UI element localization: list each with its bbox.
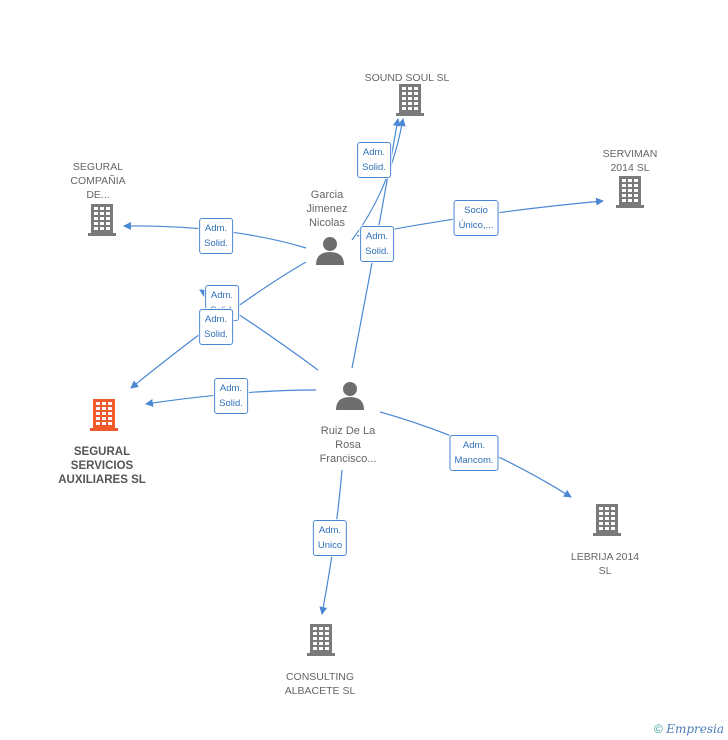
building-icon-lebrija[interactable] xyxy=(593,504,621,536)
node-label-line: AUXILIARES SL xyxy=(58,474,146,486)
edge-label-line: Solid. xyxy=(362,162,386,173)
edge-label-line: Mancom. xyxy=(454,455,494,466)
node-label-line: CONSULTING xyxy=(285,671,355,683)
edge-label-line: Solid. xyxy=(219,398,243,409)
node-label-line: 2014 SL xyxy=(610,162,650,174)
edge-label-line: Adm. xyxy=(365,231,389,242)
node-label-sound_soul[interactable]: SOUND SOUL SL xyxy=(365,71,450,85)
building-icon-sound_soul[interactable] xyxy=(396,84,424,116)
node-label-line: ALBACETE SL xyxy=(284,685,356,697)
edge-garcia-to-sound_soul xyxy=(351,118,406,241)
node-label-line: SERVIMAN xyxy=(602,148,658,160)
node-label-line: Garcia xyxy=(310,189,344,201)
edge-label[interactable]: Adm. Solid. xyxy=(214,378,248,414)
edge-label-line: Adm. xyxy=(362,147,386,158)
edge-label-line: Adm. xyxy=(204,223,228,234)
edge-label-line: Adm. xyxy=(219,383,243,394)
node-label-line: SEGURAL xyxy=(73,446,131,458)
node-label-line: Nicolas xyxy=(308,217,346,229)
building-icon-serviman[interactable] xyxy=(616,176,644,208)
edge-label-line: Único,... xyxy=(458,220,494,231)
node-label-line: Francisco... xyxy=(319,453,377,465)
node-label-line: SEGURAL xyxy=(72,161,124,173)
node-label-line: SERVICIOS xyxy=(70,460,134,472)
edge-label-line: Adm. xyxy=(210,290,234,301)
node-label-line: COMPAÑIA xyxy=(70,175,126,187)
node-label-serviman[interactable]: SERVIMAN 2014 SL xyxy=(603,147,658,175)
node-label-line: Ruiz De La xyxy=(320,425,376,437)
edge-label[interactable]: Adm. Solid. xyxy=(199,309,233,345)
person-icon-ruiz[interactable] xyxy=(336,382,364,410)
edge-label[interactable]: Adm. Solid. xyxy=(199,218,233,254)
person-icon-garcia[interactable] xyxy=(316,237,344,265)
edge-label-line: Solid. xyxy=(365,246,389,257)
node-label-line: LEBRIJA 2014 xyxy=(570,551,640,563)
node-label-consulting[interactable]: CONSULTING ALBACETE SL xyxy=(285,670,356,698)
empresia-logo: Empresia xyxy=(666,722,724,736)
edge-label-line: Solid. xyxy=(204,329,228,340)
node-label-line: SOUND SOUL SL xyxy=(364,72,450,84)
copyright-symbol: © xyxy=(654,722,663,736)
edge-label-line: Unico xyxy=(317,540,343,551)
building-icon-consulting[interactable] xyxy=(307,624,335,656)
edge-label-line: Adm. xyxy=(462,440,486,451)
edge-label-line: Adm. xyxy=(318,525,342,536)
edge-label[interactable]: Adm. Mancom. xyxy=(449,435,499,471)
node-label-line: Jimenez xyxy=(306,203,348,215)
edge-label-line: Solid. xyxy=(204,238,228,249)
edge-label[interactable]: Adm. Solid. xyxy=(357,142,391,178)
node-label-line: DE... xyxy=(86,189,110,201)
node-label-line: Rosa xyxy=(335,439,361,451)
node-label-segural_servicios[interactable]: SEGURAL SERVICIOS AUXILIARES SL xyxy=(58,445,146,487)
building-icon-segural_compania[interactable] xyxy=(88,204,116,236)
edge-label[interactable]: Adm. Unico xyxy=(312,520,348,556)
building-icon-segural_servicios[interactable] xyxy=(90,399,118,431)
node-label-line: SL xyxy=(598,565,612,577)
edge-label-line: Adm. xyxy=(204,314,228,325)
footer-brand: © Empresia xyxy=(654,722,724,736)
edge-label[interactable]: Adm. Solid. xyxy=(360,226,394,262)
edge-label-line: Socio xyxy=(464,205,488,216)
node-label-segural_compania[interactable]: SEGURAL COMPAÑIA DE... xyxy=(70,160,125,202)
